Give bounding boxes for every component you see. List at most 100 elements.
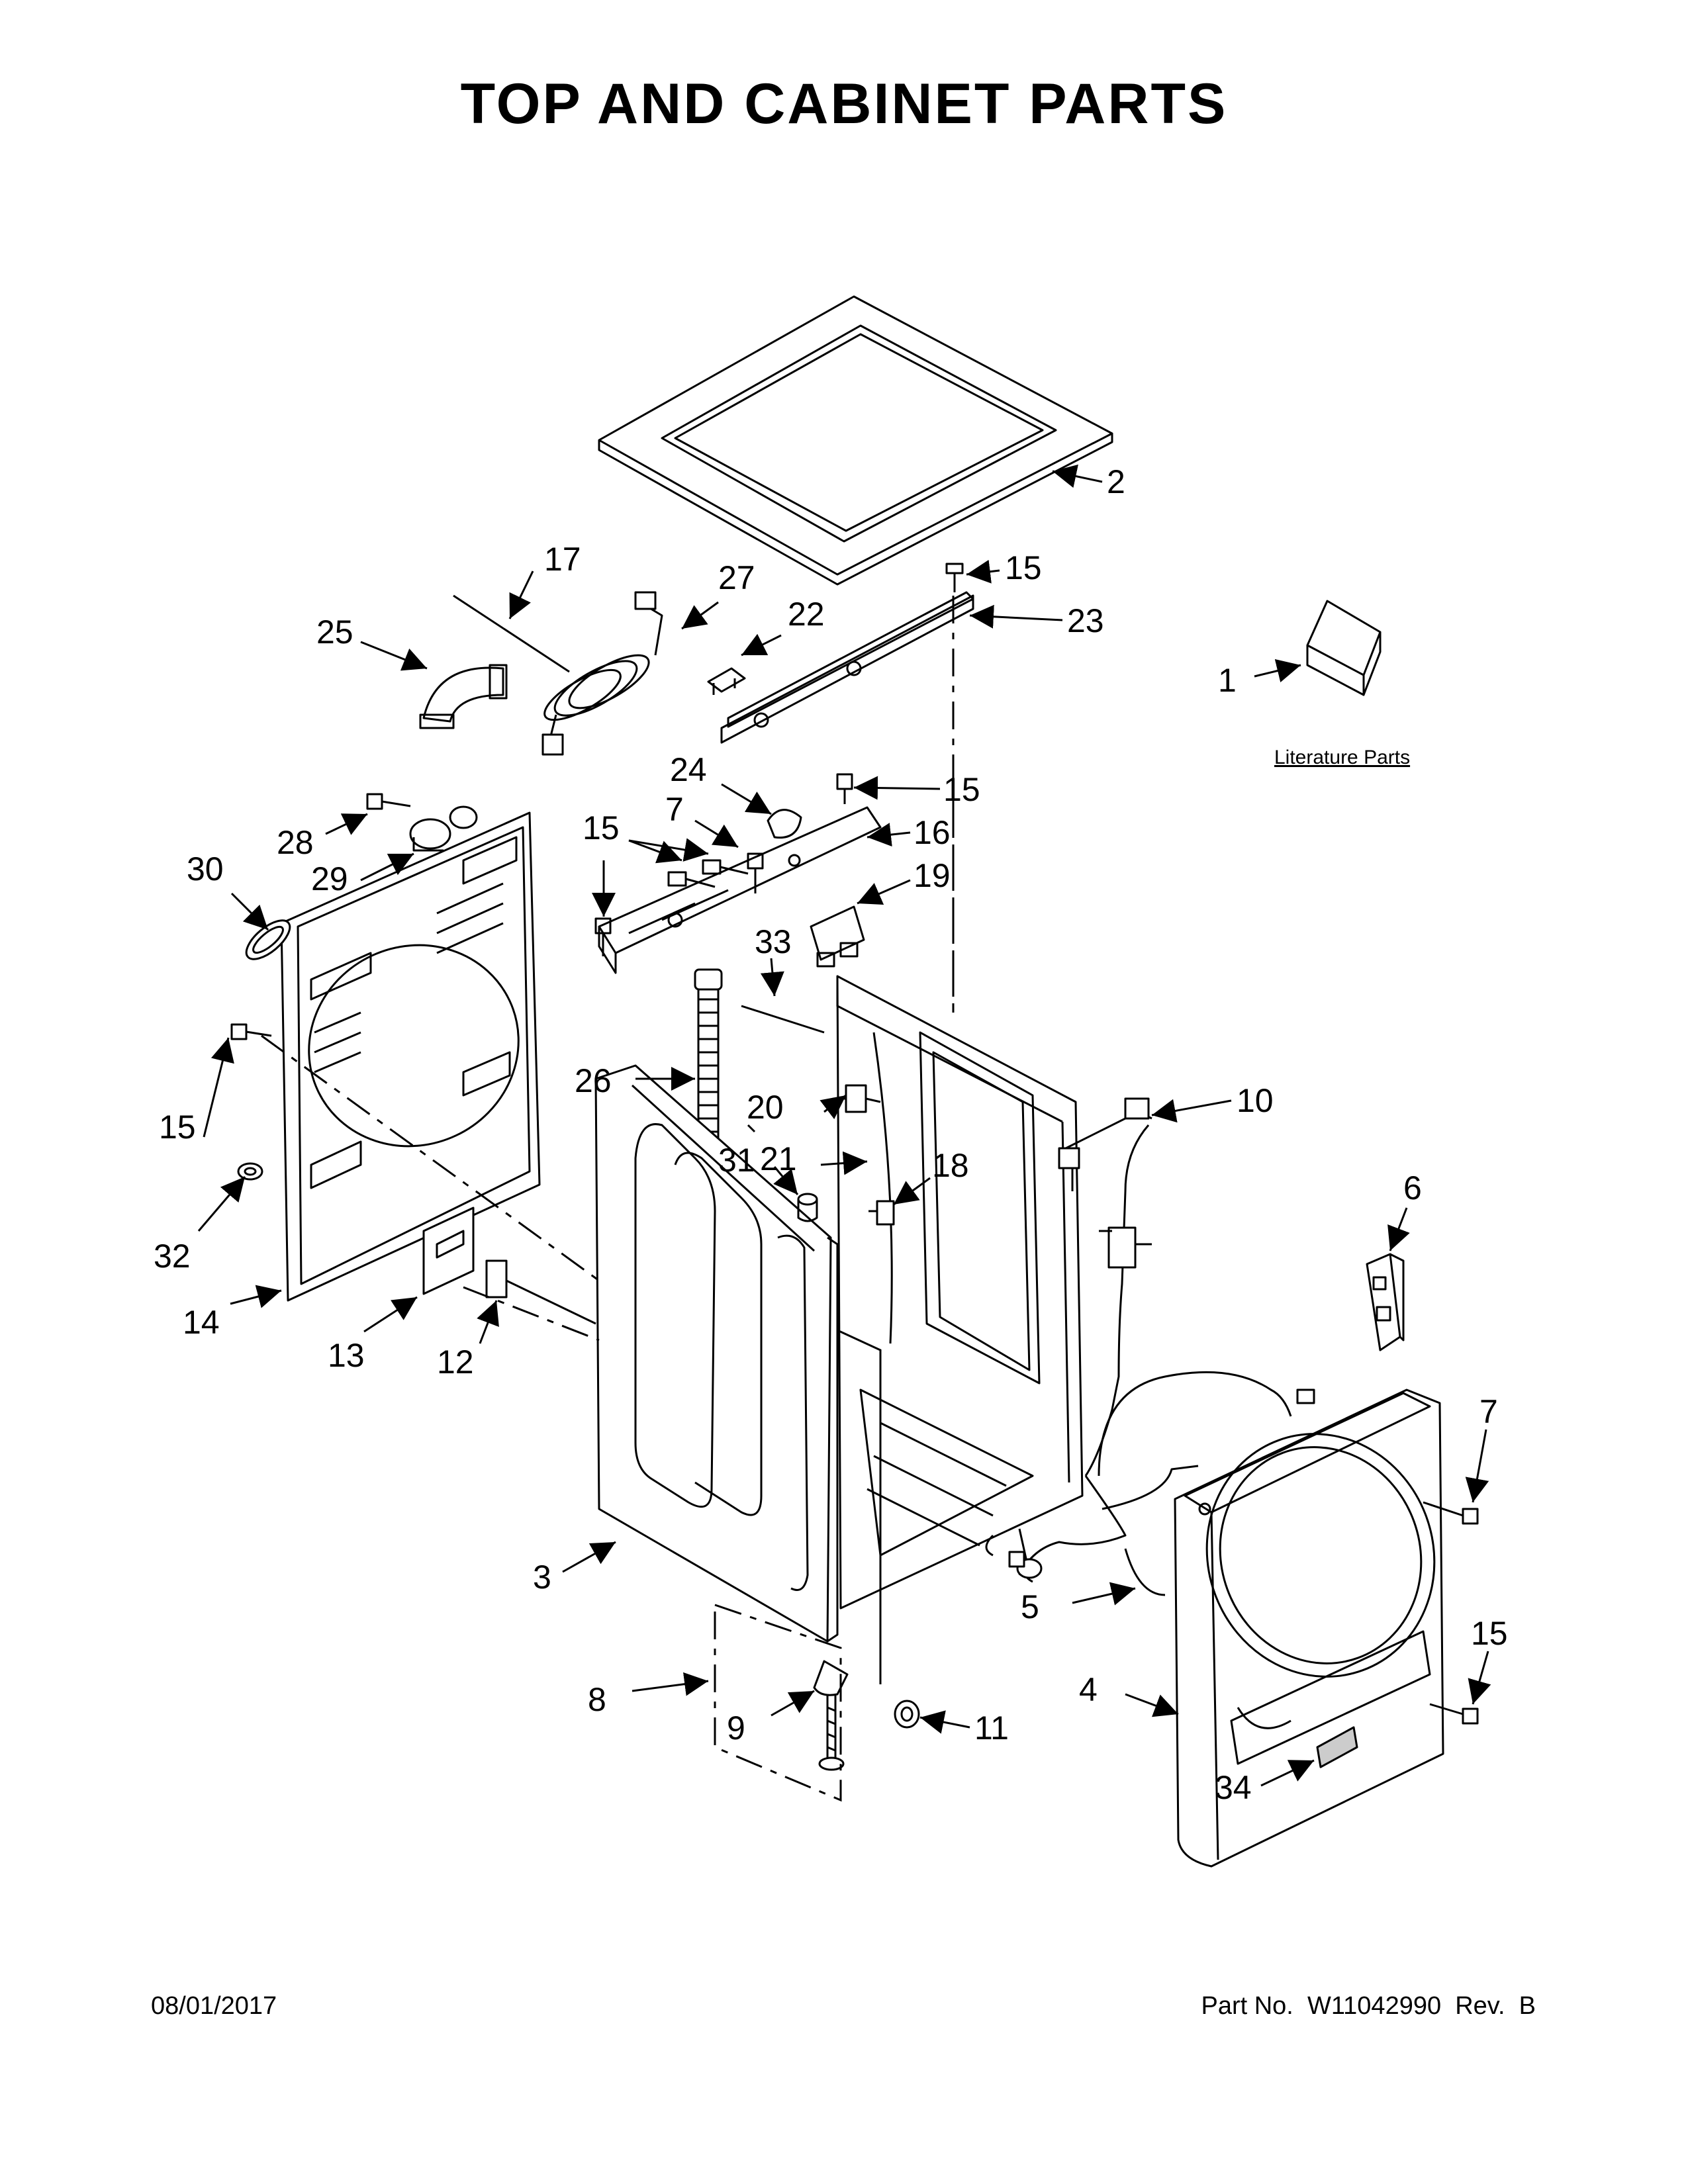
callout-11: 11 [974, 1709, 1009, 1747]
door-wire [1098, 1371, 1292, 1596]
clip-part-24 [767, 809, 802, 839]
callout-34: 34 [1215, 1769, 1252, 1806]
callout-7: 7 [665, 791, 684, 828]
leader-4 [1125, 1693, 1179, 1717]
callout-7b: 7 [1479, 1393, 1498, 1430]
callout-12: 12 [437, 1343, 474, 1381]
wire-harness [985, 1097, 1199, 1583]
connector-part-18 [868, 1200, 895, 1226]
callout-10: 10 [1237, 1082, 1274, 1119]
callout-33: 33 [755, 923, 792, 960]
leveling-leg [813, 1660, 849, 1771]
literature-parts-label: Literature Parts [1274, 747, 1411, 768]
leader-15d [203, 1037, 234, 1138]
top-brace [720, 591, 974, 744]
screw-icon [594, 773, 853, 956]
side-panel [594, 1064, 839, 1643]
top-panel [598, 295, 1113, 586]
leader-7b [1465, 1429, 1489, 1503]
callout-15e: 15 [1471, 1615, 1508, 1652]
gasket-part-30 [245, 919, 291, 960]
leader-28 [325, 813, 368, 835]
screw-icon [1423, 1501, 1479, 1725]
screw-icon [945, 563, 964, 592]
leader-13 [363, 1296, 418, 1333]
screw-icon [366, 793, 411, 810]
callout-16: 16 [914, 814, 951, 851]
callout-30: 30 [187, 850, 224, 887]
callout-15: 15 [1005, 549, 1042, 586]
callout-19: 19 [914, 857, 951, 894]
callout-9: 9 [727, 1709, 745, 1747]
callout-20: 20 [747, 1089, 784, 1126]
screw-icon [230, 1023, 272, 1040]
leader-30 [230, 892, 269, 931]
callout-17: 17 [544, 541, 581, 578]
callout-5: 5 [1021, 1588, 1039, 1625]
callout-15c: 15 [583, 809, 620, 846]
door-lock [1366, 1253, 1405, 1351]
front-panel [1174, 1388, 1444, 1868]
callout-22: 22 [788, 596, 825, 633]
leader-23 [969, 604, 1063, 629]
callout-2: 2 [1107, 463, 1125, 500]
leader-29 [360, 852, 414, 882]
callout-23: 23 [1067, 602, 1104, 639]
leader-21 [820, 1151, 868, 1175]
cabinet-frame [836, 975, 1084, 1610]
callout-31: 31 [718, 1142, 755, 1179]
leader-11 [919, 1710, 970, 1734]
callout-21: 21 [760, 1140, 797, 1177]
callout-15b: 15 [943, 771, 980, 808]
grommet-part-32 [237, 1162, 263, 1181]
rod-part-17 [453, 594, 570, 673]
bracket-part-13 [422, 1206, 475, 1295]
valve-part-12 [485, 1259, 596, 1325]
callout-1: 1 [1218, 662, 1237, 699]
callout-32: 32 [154, 1238, 191, 1275]
callout-25: 25 [316, 614, 353, 651]
module-part-19 [810, 905, 865, 968]
leader-5 [1072, 1582, 1136, 1606]
callout-15d: 15 [159, 1109, 196, 1146]
leader-24 [721, 783, 772, 815]
leader-18 [893, 1177, 931, 1206]
fitting-part-29 [409, 805, 478, 852]
elbow-hose [419, 664, 508, 729]
callout-3: 3 [533, 1559, 551, 1596]
callout-14: 14 [183, 1304, 220, 1341]
literature-booklet [1306, 600, 1382, 696]
foot-part-11 [894, 1700, 920, 1729]
leader-27 [681, 601, 719, 630]
leader-12 [477, 1300, 499, 1344]
callout-28: 28 [277, 824, 314, 861]
callout-27: 27 [718, 559, 755, 596]
leader-15c2 [628, 838, 709, 862]
leader-8 [632, 1672, 709, 1696]
rear-panel [280, 811, 541, 1302]
power-cord [541, 591, 663, 756]
callout-26: 26 [575, 1062, 612, 1099]
footer-part-number: Part No. W11042990 Rev. B [1201, 1992, 1536, 2020]
leader-33 [760, 958, 784, 997]
leader-31 [773, 1166, 799, 1195]
leader-17 [508, 570, 534, 619]
callout-labels: 2 15 23 17 27 22 25 1 24 15 7 16 15 19 2… [154, 463, 1508, 1806]
leader-16 [867, 823, 911, 847]
leader-25 [360, 641, 428, 671]
footer-date: 08/01/2017 [151, 1992, 277, 2020]
bumper-part-31 [797, 1193, 818, 1222]
leader-19 [857, 879, 911, 905]
callout-29: 29 [311, 860, 348, 897]
leader-1 [1254, 659, 1301, 682]
leader-32 [197, 1176, 246, 1232]
leader-3 [562, 1541, 616, 1573]
leader-20 [820, 1094, 847, 1120]
leader-10 [1151, 1099, 1232, 1123]
callout-24: 24 [670, 751, 707, 788]
leader-9 [771, 1690, 815, 1717]
callout-4: 4 [1079, 1671, 1098, 1708]
leader-7 [694, 819, 739, 848]
callout-6: 6 [1403, 1169, 1422, 1206]
leader-15 [966, 559, 1000, 584]
